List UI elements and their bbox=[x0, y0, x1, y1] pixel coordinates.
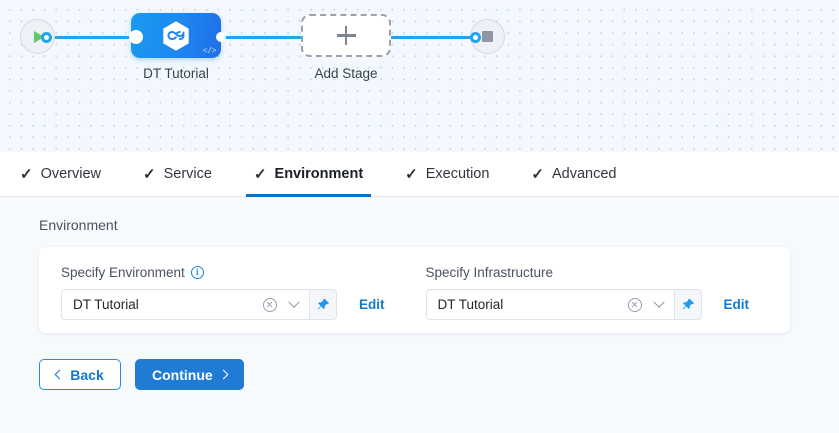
clear-icon[interactable] bbox=[627, 297, 642, 312]
tab-label: Environment bbox=[274, 166, 364, 182]
environment-select[interactable]: DT Tutorial bbox=[61, 289, 310, 320]
check-icon: ✓ bbox=[531, 165, 544, 183]
end-input-port[interactable] bbox=[470, 32, 481, 43]
back-button-label: Back bbox=[70, 366, 104, 383]
play-icon bbox=[34, 30, 44, 43]
stage-output-port[interactable] bbox=[216, 32, 226, 42]
field-label-text: Specify Infrastructure bbox=[425, 265, 554, 280]
stage-node-dt-tutorial[interactable]: </> bbox=[131, 13, 221, 58]
back-button[interactable]: Back bbox=[39, 359, 121, 390]
tab-advanced[interactable]: ✓ Advanced bbox=[531, 152, 616, 197]
infrastructure-select-value: DT Tutorial bbox=[437, 297, 504, 312]
plus-icon bbox=[344, 26, 348, 45]
info-icon[interactable]: i bbox=[190, 266, 204, 279]
specify-environment-row: DT Tutorial Edit bbox=[61, 289, 426, 320]
environment-pin-button[interactable] bbox=[310, 289, 337, 320]
start-output-port[interactable] bbox=[41, 32, 52, 43]
check-icon: ✓ bbox=[405, 165, 418, 183]
infrastructure-edit-link[interactable]: Edit bbox=[723, 297, 750, 312]
pipeline-edge bbox=[390, 36, 476, 39]
clear-icon[interactable] bbox=[263, 297, 277, 312]
add-stage-label: Add Stage bbox=[314, 66, 378, 81]
tab-environment[interactable]: ✓ Environment bbox=[245, 152, 372, 197]
tab-label: Service bbox=[163, 166, 212, 182]
section-title: Environment bbox=[39, 217, 118, 233]
stage-input-port[interactable] bbox=[131, 32, 141, 42]
check-icon: ✓ bbox=[253, 165, 267, 183]
environment-edit-link[interactable]: Edit bbox=[359, 297, 385, 312]
pin-icon bbox=[682, 298, 694, 309]
check-icon: ✓ bbox=[20, 165, 33, 183]
tab-execution[interactable]: ✓ Execution bbox=[405, 152, 489, 197]
stop-icon bbox=[482, 31, 493, 42]
add-stage-button[interactable] bbox=[301, 14, 391, 57]
tab-label: Overview bbox=[40, 166, 102, 182]
continue-button-label: Continue bbox=[152, 366, 213, 383]
pipeline-canvas[interactable]: </> DT Tutorial Add Stage bbox=[0, 0, 839, 152]
wizard-actions: Back Continue bbox=[39, 359, 839, 390]
infrastructure-select[interactable]: DT Tutorial bbox=[425, 289, 675, 320]
specify-infrastructure-label: Specify Infrastructure bbox=[426, 265, 791, 280]
specify-environment-group: Specify Environment i DT Tutorial Edit bbox=[61, 265, 426, 320]
chevron-left-icon bbox=[54, 369, 65, 380]
field-label-text: Specify Environment bbox=[61, 265, 185, 280]
wizard-tabs: ✓ Overview ✓ Service ✓ Environment ✓ Exe… bbox=[0, 152, 839, 197]
environment-select-value: DT Tutorial bbox=[73, 297, 139, 312]
hexagon-infinity-icon bbox=[162, 20, 190, 51]
specify-infrastructure-row: DT Tutorial Edit bbox=[425, 289, 791, 320]
chevron-down-icon[interactable] bbox=[288, 296, 300, 308]
tab-label: Execution bbox=[425, 166, 490, 182]
stage-label-dt-tutorial: DT Tutorial bbox=[143, 66, 209, 81]
pipeline-edge bbox=[44, 36, 136, 39]
code-badge-icon: </> bbox=[202, 47, 217, 56]
pipeline-edge bbox=[222, 36, 302, 39]
specify-environment-label: Specify Environment i bbox=[61, 265, 426, 280]
chevron-right-icon bbox=[218, 369, 229, 380]
tab-label: Advanced bbox=[552, 166, 617, 182]
pin-icon bbox=[317, 298, 329, 309]
environment-panel: Environment Specify Environment i DT Tut… bbox=[0, 197, 839, 432]
environment-card: Specify Environment i DT Tutorial Edit bbox=[39, 247, 790, 333]
infrastructure-pin-button[interactable] bbox=[674, 289, 702, 320]
continue-button[interactable]: Continue bbox=[135, 359, 244, 390]
specify-infrastructure-group: Specify Infrastructure DT Tutorial Edit bbox=[425, 265, 791, 320]
check-icon: ✓ bbox=[143, 165, 156, 183]
chevron-down-icon[interactable] bbox=[652, 296, 665, 308]
tab-overview[interactable]: ✓ Overview bbox=[20, 152, 101, 197]
tab-service[interactable]: ✓ Service bbox=[143, 152, 212, 197]
